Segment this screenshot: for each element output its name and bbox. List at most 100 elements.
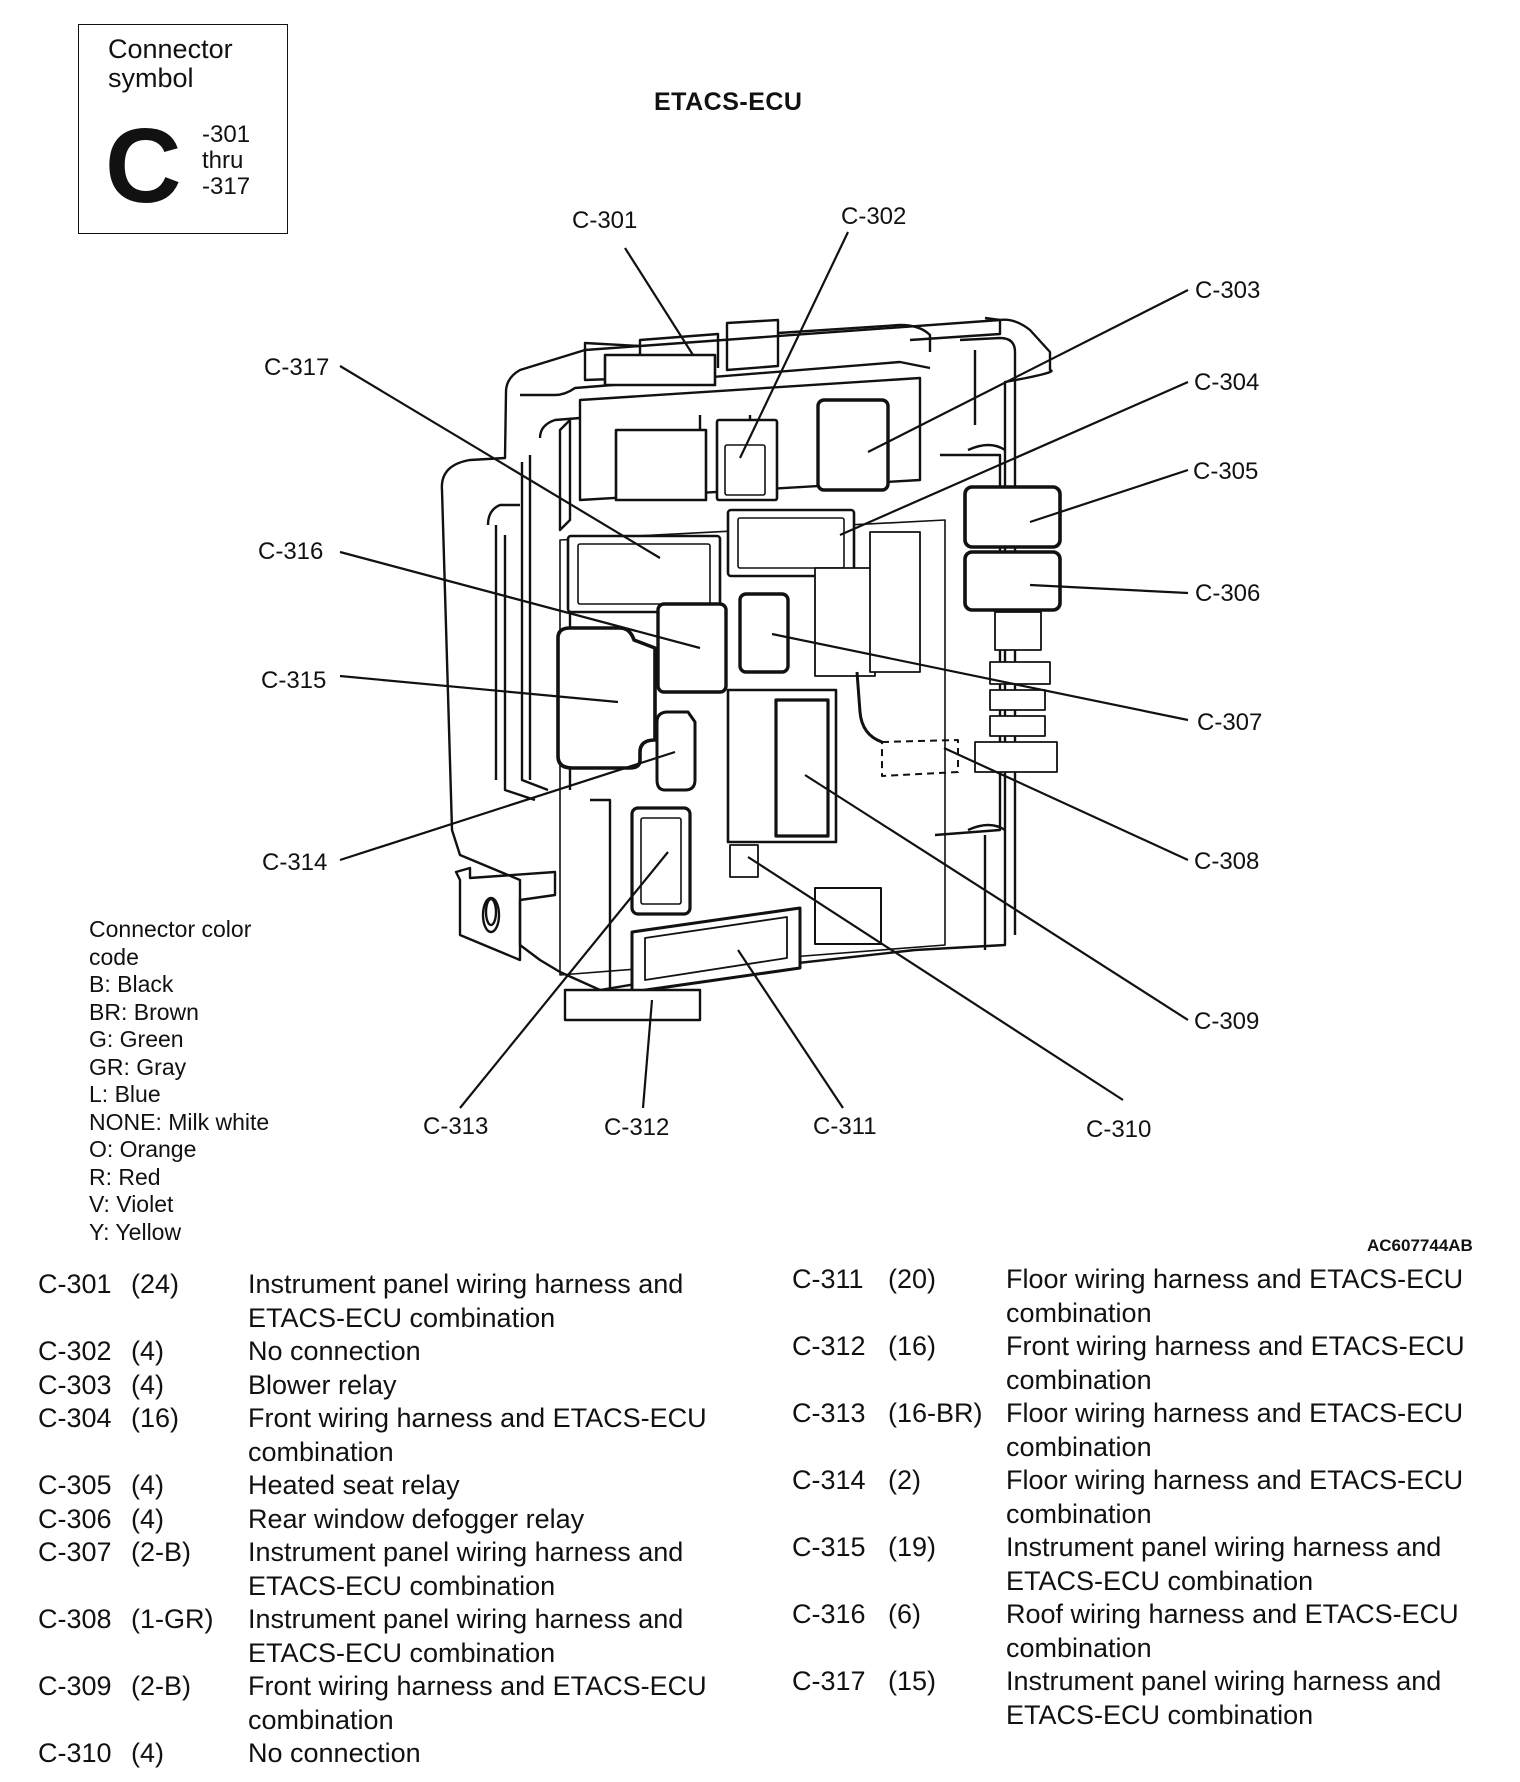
connector-description: Blower relay (248, 1369, 397, 1400)
connector-description: Instrument panel wiring harness and ETAC… (248, 1604, 684, 1668)
leader-c309 (804, 774, 1189, 1021)
connector-pins: (16) (131, 1403, 180, 1433)
callout-c304: C-304 (1194, 369, 1259, 396)
legend-item: L: Blue (89, 1081, 161, 1107)
connector-symbol-letter: C (105, 107, 182, 225)
leader-c308 (943, 747, 1189, 861)
connector-description: No connection (248, 1738, 421, 1768)
connector-row: C-308 (1-GR) Instrument panel wiring harne… (38, 1603, 718, 1670)
callout-c317: C-317 (264, 354, 329, 381)
connector-row: C-315(19)Instrument panel wiring harness… (792, 1531, 1486, 1598)
legend-item: O: Orange (89, 1136, 197, 1162)
legend-item: BR: Brown (89, 998, 199, 1025)
connector-c316-body (656, 602, 728, 694)
connector-id: C-316 (792, 1599, 866, 1629)
callout-c310: C-310 (1086, 1116, 1151, 1143)
connector-description: Front wiring harness and ETACS-ECU combi… (248, 1671, 707, 1735)
connector-description: Heated seat relay (248, 1470, 460, 1500)
connector-id: C-310 (38, 1738, 112, 1768)
connector-pins: (4) (131, 1470, 164, 1500)
connector-id: C-305 (38, 1470, 112, 1500)
connector-description: Front wiring harness and ETACS-ECU combi… (248, 1403, 707, 1467)
legend-item: GR: Gray (89, 1053, 187, 1080)
leader-c310 (747, 856, 1124, 1101)
connector-symbol-range: -301 thru -317 (202, 121, 251, 200)
connector-row: C-316 (6) Roof wiring harness and ETACS-EC… (792, 1598, 1486, 1665)
connector-description: Instrument panel wiring harness and ETAC… (248, 1269, 684, 1333)
callout-c314: C-314 (262, 849, 327, 876)
connector-id: C-309 (38, 1671, 112, 1701)
connector-row: C-309 (2-B) Front wiring harness and ETACS… (38, 1670, 718, 1737)
connector-row: C-304(16)Front wiring harness and ETACS-… (38, 1402, 718, 1469)
leader-c316 (339, 550, 701, 650)
connector-c305-body (963, 485, 1062, 549)
connector-row: C-301 (24) Instrument panel wiring harness… (38, 1268, 718, 1335)
leader-c307 (771, 632, 1189, 722)
callout-c305: C-305 (1193, 458, 1258, 485)
connector-pins: (4) (131, 1369, 164, 1400)
connector-pins: (19) (888, 1532, 937, 1562)
connector-id: C-306 (38, 1503, 112, 1534)
connector-c315-body (556, 626, 657, 770)
callout-c313: C-313 (423, 1113, 488, 1140)
connector-pins: (16-BR) (888, 1398, 983, 1428)
connector-pins: (6) (888, 1599, 921, 1629)
connector-c303-body (816, 398, 890, 492)
callout-c311: C-311 (813, 1113, 877, 1140)
legend-item: Y: Yellow (89, 1218, 182, 1245)
connector-c307-body (738, 592, 790, 674)
connector-id: C-301 (38, 1269, 112, 1299)
connector-id: C-312 (792, 1331, 866, 1361)
connector-id: C-314 (792, 1465, 866, 1495)
leader-c305 (1029, 468, 1189, 524)
leader-c317 (339, 365, 661, 559)
connector-pins: (2) (888, 1465, 921, 1495)
connector-table-left: C-301 (24) Instrument panel wiring harness… (38, 1268, 718, 1771)
connector-pins: (2-B) (131, 1671, 191, 1701)
connector-pins: (1-GR) (131, 1604, 214, 1634)
connector-row: C-305 (4) Heated seat relay (38, 1469, 718, 1503)
leader-c303 (867, 289, 1189, 453)
connector-c308-body (881, 739, 959, 777)
connector-pins: (4) (131, 1336, 164, 1366)
callout-c316: C-316 (258, 538, 323, 565)
connector-description: Floor wiring harness and ETACS-ECU combi… (1006, 1465, 1464, 1529)
connector-id: C-315 (792, 1532, 866, 1562)
connector-description: Rear window defogger relay (248, 1503, 585, 1534)
callout-c315: C-315 (261, 667, 326, 694)
callout-c301: C-301 (572, 207, 637, 234)
connector-description: No connection (248, 1336, 421, 1366)
connector-row: C-303 (4) Blower relay (38, 1369, 718, 1403)
connector-symbol-box: Connector symbol C -301 thru -317 (78, 24, 288, 234)
callout-c309: C-309 (1194, 1008, 1259, 1035)
connector-table-right: C-311(20)Floor wiring harness and ETACS-… (792, 1263, 1486, 1732)
connector-c310-body (729, 844, 759, 878)
callout-c307: C-307 (1197, 709, 1262, 736)
leader-c311 (737, 949, 844, 1109)
connector-id: C-313 (792, 1398, 866, 1428)
connector-row: C-312(16)Front wiring harness and ETACS-… (792, 1330, 1486, 1397)
connector-pins: (24) (131, 1269, 180, 1299)
callout-c303: C-303 (1195, 277, 1260, 304)
connector-pins: (4) (131, 1738, 164, 1768)
connector-id: C-303 (38, 1369, 112, 1400)
connector-description: Instrument panel wiring harness and ETAC… (1006, 1666, 1442, 1730)
callout-c306: C-306 (1195, 580, 1260, 607)
callout-c308: C-308 (1194, 848, 1259, 875)
connector-pins: (2-B) (131, 1537, 191, 1567)
legend-item: V: Violet (89, 1191, 174, 1217)
connector-description: Instrument panel wiring harness and ETAC… (248, 1537, 684, 1601)
leader-c315 (339, 674, 619, 704)
connector-description: Floor wiring harness and ETACS-ECU combi… (1006, 1398, 1464, 1462)
legend-item: R: Red (89, 1163, 161, 1190)
connector-c301-body (603, 353, 717, 387)
connector-id: C-308 (38, 1604, 112, 1634)
connector-description: Roof wiring harness and ETACS-ECU combin… (1006, 1599, 1459, 1663)
connector-c312-body (563, 988, 702, 1022)
connector-row: C-302(4)No connection (38, 1335, 718, 1369)
leader-c314 (339, 750, 676, 862)
connector-symbol-label: Connector symbol (108, 34, 233, 93)
leader-c301 (624, 247, 694, 356)
